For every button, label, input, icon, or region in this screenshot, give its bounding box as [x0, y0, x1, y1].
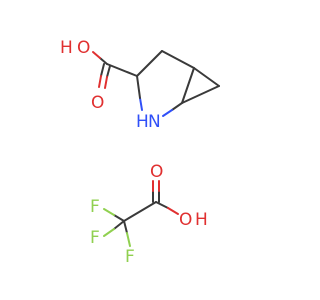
bond-c5-c1 — [181, 67, 195, 104]
bond-c1-n-carbon — [171, 102, 183, 111]
bond-c4-c5 — [161, 50, 195, 69]
bond-cf3-carboxyl — [123, 201, 157, 222]
bond-c3-c4 — [136, 50, 163, 77]
bond-c-f2-fluorine — [103, 228, 115, 237]
fluorine-3-label: F — [125, 247, 135, 267]
bond-c-f3-fluorine — [126, 232, 131, 247]
bond-c-oh-oxygen — [167, 207, 179, 215]
fluorine-2-label: F — [90, 228, 100, 248]
structure-canvas: H O O N H O O H F F F — [60, 38, 220, 267]
bond-n-c3-nitrogen — [139, 97, 143, 111]
bond-c1-n-nitrogen — [162, 109, 173, 117]
top-molecule: H O O N H — [60, 38, 220, 132]
bond-c-f3-carbon — [123, 220, 128, 234]
hydroxyl-oxygen-label: O — [77, 38, 90, 58]
bond-carboxyl-double-b-oxygen — [104, 76, 108, 89]
bond-c-f1-fluorine — [103, 208, 115, 216]
bond-c5-c6 — [193, 67, 220, 87]
tfa-hydroxyl-hydrogen-label: H — [195, 210, 208, 230]
bond-c6-c1 — [181, 85, 220, 104]
ring-nitrogen-hydrogen-label: H — [136, 112, 149, 132]
fluorine-1-label: F — [90, 197, 100, 217]
bond-carboxyl-oh-carbon — [99, 57, 108, 65]
tfa-hydroxyl-oxygen-label: O — [179, 210, 192, 230]
bond-carboxyl-double-b-carbon — [106, 65, 111, 78]
bond-carboxyl-double-a-oxygen — [98, 75, 102, 88]
ring-nitrogen-label: N — [148, 112, 161, 132]
bond-c-f1-carbon — [113, 214, 125, 222]
hydroxyl-hydrogen-label: H — [60, 38, 73, 58]
bond-c-oh-carbon — [155, 201, 169, 209]
carbonyl-oxygen-label: O — [91, 93, 104, 113]
bond-c-f2-carbon — [113, 220, 125, 230]
bottom-molecule: O O H F F F — [90, 162, 208, 267]
bond-n-c3-carbon — [136, 75, 141, 99]
bond-carboxyl-double-a-carbon — [100, 63, 105, 77]
bond-c3-carboxyl — [106, 63, 138, 77]
tfa-carbonyl-oxygen-label: O — [150, 162, 163, 182]
bond-carboxyl-oh-oxygen — [92, 51, 101, 59]
